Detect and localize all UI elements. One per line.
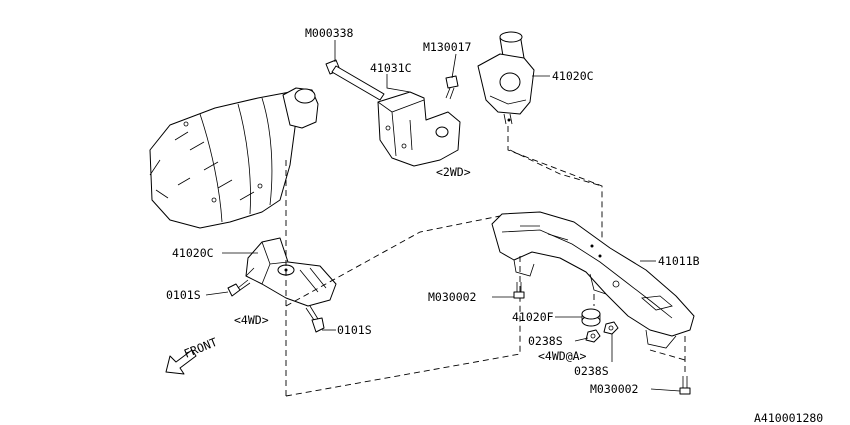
bolt-m030002-b [679,376,691,395]
nut-0238s-a [585,329,601,343]
label-4wd-at: <4WD@A> [538,349,587,363]
41031c-bracket [377,91,461,167]
label-m000338: M000338 [305,26,354,40]
bolt-0101s-right [305,305,325,333]
label-41020c-left: 41020C [172,246,214,260]
bolt-m130017 [445,75,459,100]
transmission-housing [149,87,319,229]
4wd-mount-bracket [245,237,337,307]
bolt-m000338 [325,59,385,101]
label-diagram-code: A410001280 [754,411,823,425]
bolt-0101s-left [227,279,251,297]
label-m030002-a: M030002 [428,290,476,304]
label-2wd: <2WD> [436,165,471,179]
label-4wd: <4WD> [234,313,269,327]
label-41011b: 41011B [658,254,700,268]
bolt-m030002-a [513,282,525,299]
label-0238s-b: 0238S [574,364,609,378]
nut-0238s-b [603,321,619,335]
label-41020c-top: 41020C [552,69,594,83]
front-arrow [165,349,197,375]
leader-lines [205,40,681,392]
label-0101s-right: 0101S [337,323,372,337]
label-41031c: 41031C [370,61,412,75]
41020c-cushion-top [477,31,535,125]
assembly-dashed-lines [285,126,686,397]
label-m130017: M130017 [423,40,472,54]
crossmember-41011b [491,211,695,349]
label-0238s-a: 0238S [528,334,563,348]
label-41020f: 41020F [512,310,554,324]
label-front: FRONT [182,335,219,361]
label-m030002-b: M030002 [590,382,638,396]
stopper-41020f [581,308,601,327]
label-0101s-left: 0101S [166,288,201,302]
